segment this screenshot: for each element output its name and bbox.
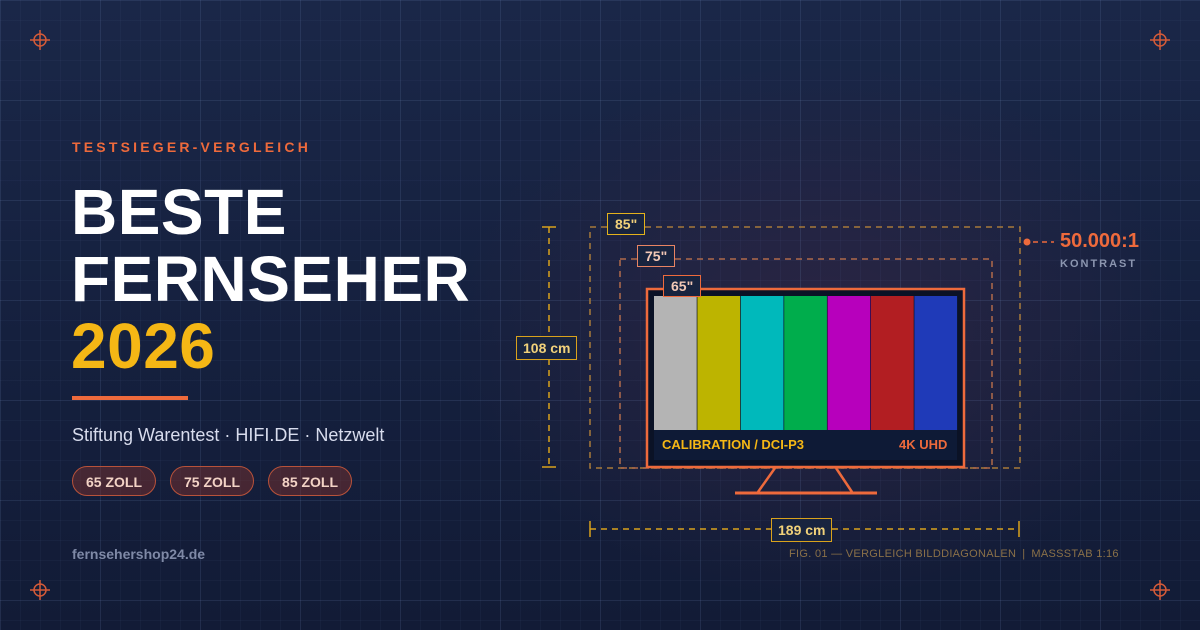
size-pill-75[interactable]: 75 ZOLL: [170, 466, 255, 496]
size-pill-group: 65 ZOLL 75 ZOLL 85 ZOLL: [72, 466, 353, 496]
screen-calibration-label: CALIBRATION / DCI-P3: [662, 437, 805, 452]
site-domain-link[interactable]: fernsehershop24.de: [72, 546, 206, 562]
color-bar-1: [654, 296, 697, 430]
size-tag-75: 75": [637, 245, 676, 267]
color-bar-2: [697, 296, 741, 430]
contrast-callout: [1023, 238, 1054, 246]
eyebrow-label: TESTSIEGER-VERGLEICH: [72, 139, 312, 155]
screen-info-strip: [654, 430, 957, 460]
tv-stand: [756, 467, 854, 493]
test-sources: Stiftung Warentest · HIFI.DE · Netzwelt: [72, 425, 385, 445]
figure-caption: FIG. 01 — VERGLEICH BILDDIAGONALEN | MASSS…: [789, 548, 1119, 560]
color-bar-7: [914, 296, 958, 430]
size-pill-65[interactable]: 65 ZOLL: [72, 466, 157, 496]
headline-line-2: FERNSEHER: [71, 243, 471, 315]
color-bar-5: [827, 296, 871, 430]
headline-year: 2026: [71, 310, 216, 382]
figure-caption-scale: MASSSTAB 1:16: [1031, 548, 1119, 560]
crosshair-icon: [1150, 580, 1170, 600]
figure-caption-title: FIG. 01 — VERGLEICH BILDDIAGONALEN: [789, 548, 1017, 560]
figure-caption-separator: |: [1022, 548, 1026, 560]
height-dimension: [542, 226, 556, 468]
contrast-value: 50.000:1: [1060, 230, 1139, 252]
calibration-color-bars: [654, 296, 958, 430]
headline-line-1: BESTE: [71, 176, 287, 248]
crosshair-icon: [30, 30, 50, 50]
size-pill-85[interactable]: 85 ZOLL: [268, 466, 353, 496]
color-bar-3: [740, 296, 784, 430]
crosshair-icon: [1150, 30, 1170, 50]
color-bar-6: [871, 296, 914, 430]
crosshair-icon: [30, 580, 50, 600]
color-bar-4: [784, 296, 827, 430]
contrast-label: KONTRAST: [1060, 258, 1138, 270]
size-tag-85: 85": [607, 213, 646, 235]
size-tag-65: 65": [663, 275, 702, 297]
outline-75-inch: [619, 258, 993, 469]
height-label: 108 cm: [516, 336, 578, 360]
accent-divider: [72, 396, 188, 400]
screen-resolution-label: 4K UHD: [899, 437, 948, 452]
width-label: 189 cm: [771, 518, 833, 542]
